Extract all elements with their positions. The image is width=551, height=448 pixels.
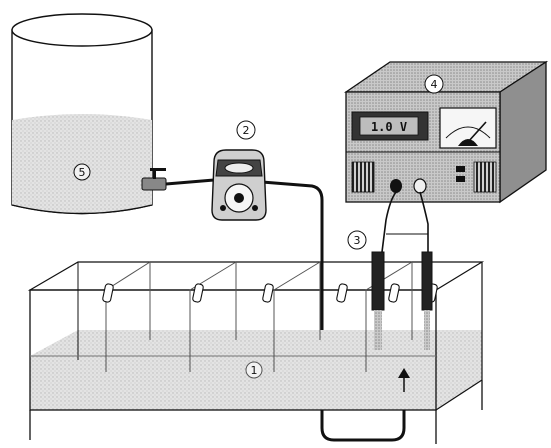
voltage-readout: 1.0 V: [371, 120, 407, 134]
electrodes: [371, 251, 433, 350]
tank-label: 1: [251, 364, 258, 377]
vent-left: [351, 161, 375, 193]
electrodes-label-circle: [347, 230, 367, 250]
power-supply: 1.0 V 4: [343, 60, 549, 204]
reservoir-tank: 5: [11, 13, 153, 215]
electrode-wires: [381, 191, 429, 253]
power-supply-label: 4: [431, 78, 438, 91]
reservoir-label: 5: [79, 166, 86, 179]
terminals: [390, 178, 427, 194]
tank-label-circle: [245, 361, 263, 379]
specimens: [102, 283, 438, 303]
analog-meter: [439, 107, 497, 149]
electrodes-label: 3: [354, 234, 361, 247]
vent-right: [473, 161, 497, 193]
tubing: [165, 178, 406, 442]
pump-label-circle: [236, 120, 256, 140]
peristaltic-pump: 2: [211, 120, 267, 221]
power-supply-label-circle: [424, 74, 444, 94]
inflow-arrow: [398, 368, 410, 392]
flow-tank: 3 1: [27, 230, 485, 444]
reservoir-label-circle: [73, 163, 91, 181]
pump-label: 2: [243, 124, 250, 137]
